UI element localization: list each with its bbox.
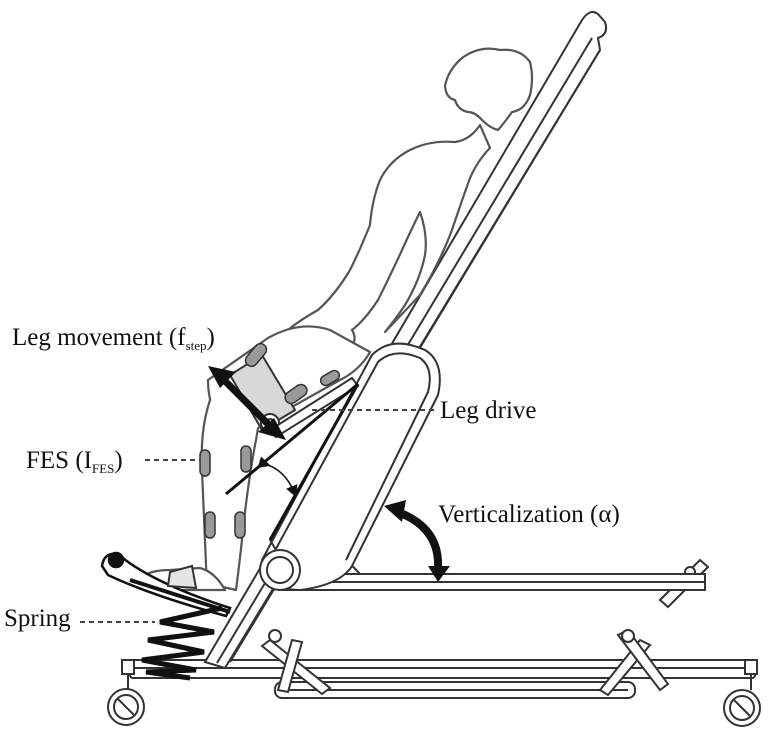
label-fes: FES (IFES) bbox=[26, 447, 123, 476]
patient-head bbox=[443, 47, 534, 132]
dashed-leaders bbox=[80, 409, 434, 623]
label-verticalization: Verticalization (α) bbox=[438, 501, 620, 528]
leg-movement-arrow bbox=[208, 366, 286, 440]
verticalization-arrow bbox=[384, 500, 450, 582]
label-spring: Spring bbox=[4, 605, 71, 632]
spring-coil bbox=[141, 605, 223, 681]
leg-drive-housing bbox=[259, 342, 441, 592]
fes-electrodes bbox=[199, 342, 341, 539]
label-leg-movement: Leg movement (fstep) bbox=[12, 324, 215, 353]
footplate bbox=[100, 551, 232, 618]
label-leg-drive: Leg drive bbox=[440, 397, 537, 424]
patient-shin bbox=[200, 399, 260, 592]
